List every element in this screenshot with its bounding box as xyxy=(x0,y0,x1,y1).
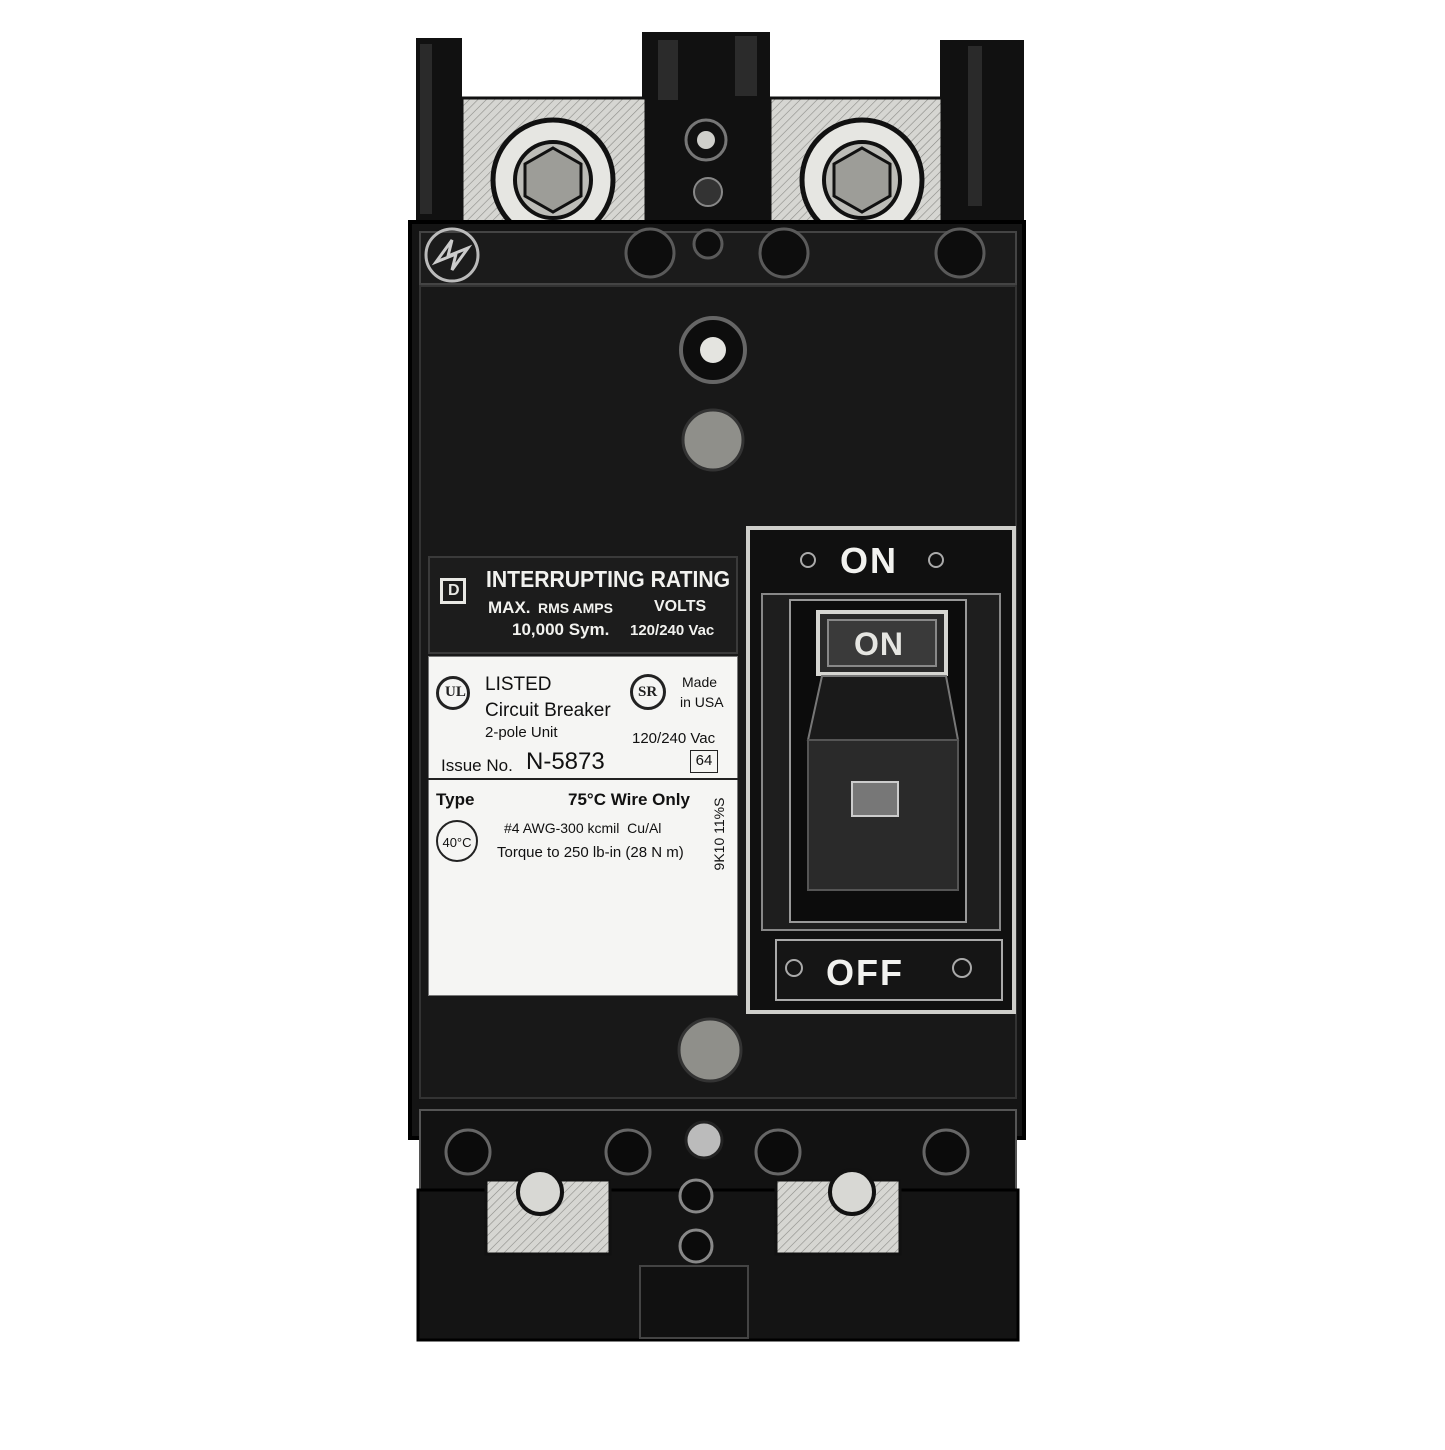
temperature-40c-icon: 40°C xyxy=(436,820,478,862)
handle-on-legend[interactable]: ON xyxy=(854,626,904,662)
csa-mark-icon: SR xyxy=(630,674,666,710)
label-code: 64 xyxy=(690,750,718,773)
top-lugs xyxy=(460,96,944,243)
square-d-logo-icon: D xyxy=(440,578,466,604)
label-listed: LISTED xyxy=(485,674,552,695)
ul-listed-icon: UL xyxy=(436,676,470,710)
toggle-handle[interactable] xyxy=(806,610,960,891)
rating-volts: VOLTS xyxy=(654,598,707,615)
rating-max: MAX. xyxy=(488,598,531,617)
switch-on-legend: ON xyxy=(840,540,898,581)
rating-vac: 120/240 Vac xyxy=(630,622,715,639)
label-product: Circuit Breaker xyxy=(485,700,611,721)
label-issue: Issue No. xyxy=(441,756,513,775)
label-voltage: 120/240 Vac xyxy=(632,730,716,747)
label-unit: 2-pole Unit xyxy=(485,724,558,741)
label-divider xyxy=(428,778,738,780)
label-issue-no: N-5873 xyxy=(526,748,605,775)
spec-label xyxy=(428,656,738,996)
top-rivets xyxy=(624,227,986,279)
rating-sym: 10,000 Sym. xyxy=(512,620,610,639)
label-side-code: 9K10 11%S xyxy=(711,797,727,871)
rating-title: INTERRUPTING RATING xyxy=(486,566,731,592)
label-torque: Torque to 250 lb-in (28 N m) xyxy=(497,844,684,861)
manufacturer-logo-icon xyxy=(424,227,480,283)
label-made: Made xyxy=(682,674,718,690)
label-in-usa: in USA xyxy=(680,694,724,710)
bottom-terminals xyxy=(416,1109,1020,1342)
label-wire: 75°C Wire Only xyxy=(568,790,690,809)
rating-rms-amps: RMS AMPS xyxy=(538,600,613,616)
label-type: Type xyxy=(436,790,475,809)
interrupting-rating-plate: D xyxy=(428,556,738,654)
switch-off-legend: OFF xyxy=(826,952,904,993)
label-awg: #4 AWG-300 kcmil Cu/Al xyxy=(504,820,662,836)
